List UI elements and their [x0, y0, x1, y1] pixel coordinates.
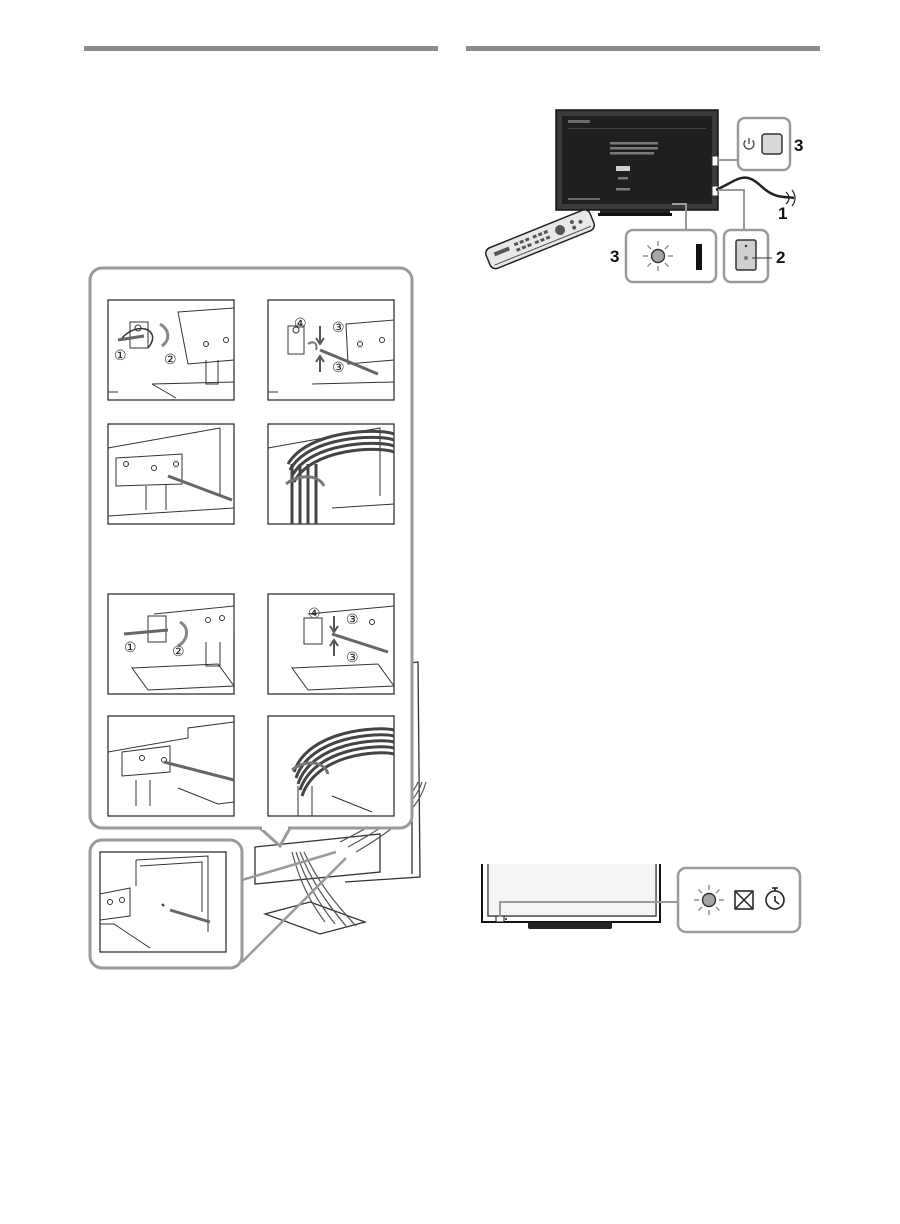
- step-frame-9: [100, 852, 226, 952]
- step-num-1: ①: [114, 347, 127, 363]
- tv-setup-illustration: 3 1 3 2: [476, 100, 816, 292]
- standby-led-icon: [694, 885, 724, 915]
- step-num-5: ①: [124, 639, 137, 655]
- power-button[interactable]: [762, 134, 782, 154]
- step-num-3c: ③: [346, 611, 359, 627]
- step-num-3b: ③: [332, 359, 345, 375]
- power-cord: [716, 178, 794, 198]
- step-frame-5: ① ②: [108, 594, 234, 694]
- remote-control: [484, 208, 596, 270]
- step-num-2: ②: [164, 351, 177, 367]
- step-frame-8: [268, 716, 394, 816]
- cable-clamp-illustration: ① ② ④ ③ ③: [80, 262, 440, 974]
- step-frame-1: ① ②: [108, 300, 234, 400]
- step-num-6: ②: [172, 643, 185, 659]
- led-blink-icon: [643, 241, 673, 271]
- step-frame-2: ④ ③ ③: [268, 300, 394, 400]
- left-section-rule: [84, 46, 438, 51]
- step-num-4a: ④: [294, 315, 307, 331]
- tv-screen: [562, 116, 712, 204]
- step-frame-7: [108, 716, 234, 816]
- step-frame-3: [108, 424, 234, 524]
- step-num-4b: ④: [308, 605, 321, 621]
- callout-1: 1: [778, 204, 787, 223]
- step-frame-4: [268, 424, 394, 524]
- step-frame-6: ④ ③ ③: [268, 594, 394, 694]
- step-num-3d: ③: [346, 649, 359, 665]
- step-num-3a: ③: [332, 319, 345, 335]
- callout-2: 2: [776, 248, 785, 267]
- main-switch[interactable]: [736, 240, 756, 270]
- callout-3-bottom: 3: [610, 247, 619, 266]
- tv-stand-bottom: [528, 922, 612, 929]
- callout-3-top: 3: [794, 136, 803, 155]
- right-section-rule: [466, 46, 820, 51]
- tv-indicator-illustration: [476, 864, 806, 938]
